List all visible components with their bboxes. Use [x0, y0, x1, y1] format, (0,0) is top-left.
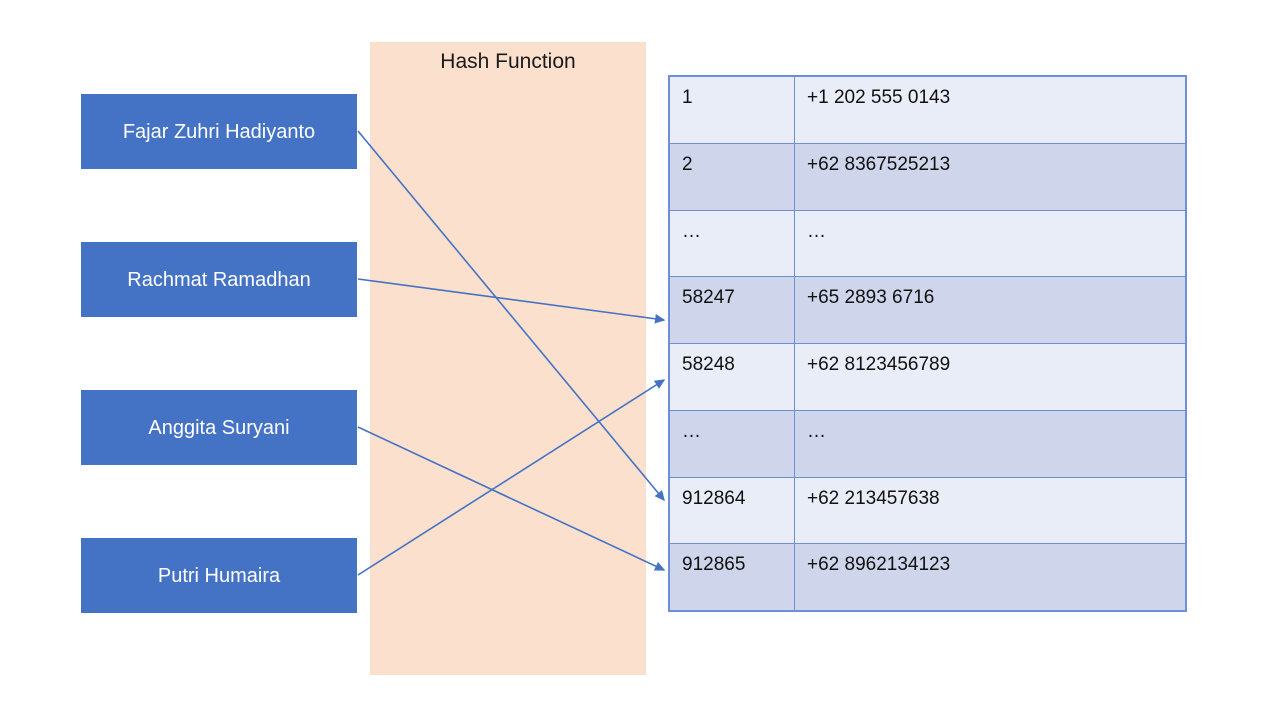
input-box-0[interactable]: Fajar Zuhri Hadiyanto [81, 94, 357, 169]
input-box-1[interactable]: Rachmat Ramadhan [81, 242, 357, 317]
table-row: 912865 +62 8962134123 [669, 543, 1186, 611]
input-box-label: Putri Humaira [157, 564, 281, 587]
table-row: 58247 +65 2893 6716 [669, 276, 1186, 344]
input-box-label: Anggita Suryani [148, 416, 290, 439]
table-cell-key: … [669, 209, 795, 278]
table-cell-key: … [669, 409, 795, 478]
table-cell-value: … [794, 409, 1186, 478]
table-row: … … [669, 409, 1186, 478]
table-cell-value: +65 2893 6716 [794, 276, 1186, 344]
table-cell-value: … [794, 209, 1186, 278]
input-box-2[interactable]: Anggita Suryani [81, 390, 357, 465]
hash-function-label: Hash Function [440, 50, 576, 73]
table-cell-key: 58247 [669, 276, 795, 344]
hash-table: 1 +1 202 555 0143 2 +62 8367525213 … … 5… [668, 75, 1187, 612]
table-cell-key: 2 [669, 142, 795, 211]
input-box-3[interactable]: Putri Humaira [81, 538, 357, 613]
hash-function-band [370, 42, 646, 675]
table-cell-value: +1 202 555 0143 [794, 76, 1186, 144]
table-row: 58248 +62 8123456789 [669, 343, 1186, 411]
table-cell-value: +62 213457638 [794, 476, 1186, 545]
table-row: … … [669, 209, 1186, 278]
table-cell-key: 912864 [669, 476, 795, 545]
table-cell-value: +62 8123456789 [794, 343, 1186, 411]
table-cell-key: 1 [669, 76, 795, 144]
input-box-label: Fajar Zuhri Hadiyanto [122, 120, 316, 143]
table-cell-key: 912865 [669, 543, 795, 611]
table-cell-value: +62 8367525213 [794, 142, 1186, 211]
table-row: 912864 +62 213457638 [669, 476, 1186, 545]
table-cell-key: 58248 [669, 343, 795, 411]
table-row: 2 +62 8367525213 [669, 142, 1186, 211]
table-row: 1 +1 202 555 0143 [669, 76, 1186, 144]
input-box-label: Rachmat Ramadhan [127, 268, 311, 291]
table-cell-value: +62 8962134123 [794, 543, 1186, 611]
